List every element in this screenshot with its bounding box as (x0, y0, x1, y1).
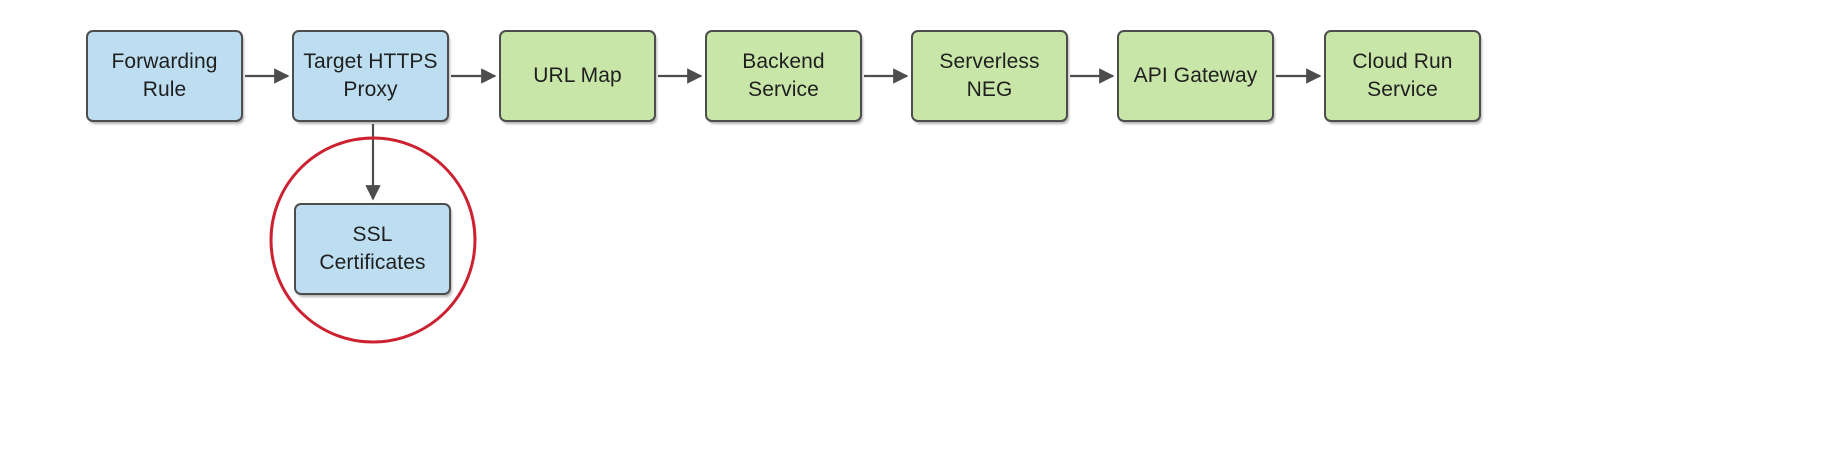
node-label: Serverless NEG (939, 50, 1040, 101)
node-label: Forwarding Rule (111, 50, 218, 101)
node-backend-service[interactable]: Backend Service (705, 30, 862, 122)
node-serverless-neg[interactable]: Serverless NEG (911, 30, 1068, 122)
node-label: Cloud Run Service (1352, 50, 1453, 101)
node-label: API Gateway (1133, 64, 1258, 88)
highlight-circle (269, 136, 477, 344)
node-label: Target HTTPS Proxy (303, 50, 438, 101)
node-url-map[interactable]: URL Map (499, 30, 656, 122)
node-cloud-run-service[interactable]: Cloud Run Service (1324, 30, 1481, 122)
node-ssl-certificates[interactable]: SSL Certificates (294, 203, 451, 295)
node-label: SSL Certificates (319, 223, 426, 274)
node-target-https-proxy[interactable]: Target HTTPS Proxy (292, 30, 449, 122)
node-api-gateway[interactable]: API Gateway (1117, 30, 1274, 122)
node-label: URL Map (533, 64, 622, 88)
node-forwarding-rule[interactable]: Forwarding Rule (86, 30, 243, 122)
node-label: Backend Service (742, 50, 825, 101)
